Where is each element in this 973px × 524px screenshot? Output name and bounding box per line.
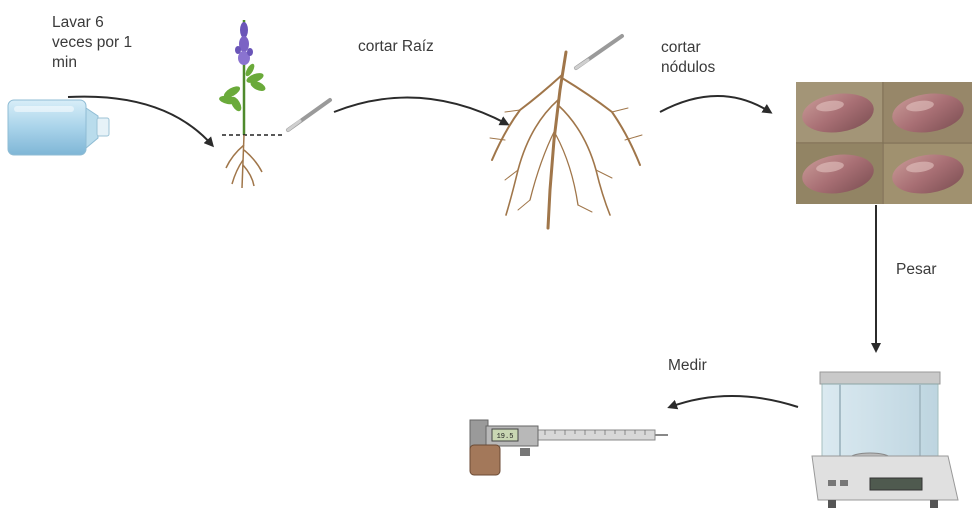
analytical-balance-icon bbox=[812, 372, 958, 508]
scalpel-icon bbox=[288, 100, 330, 130]
caliper-icon: 19.5 bbox=[470, 420, 668, 475]
nodule-photo bbox=[796, 82, 972, 204]
arrow-cut-root bbox=[334, 98, 507, 124]
scalpel-icon-2 bbox=[576, 36, 622, 68]
caliper-display: 19.5 bbox=[497, 433, 514, 441]
arrow-measure bbox=[670, 396, 798, 407]
lupin-plant-icon bbox=[218, 20, 282, 188]
arrows bbox=[68, 96, 876, 407]
root-icon bbox=[490, 52, 642, 228]
wash-bottle-icon bbox=[8, 100, 109, 155]
arrow-cut-nodules bbox=[660, 96, 770, 112]
